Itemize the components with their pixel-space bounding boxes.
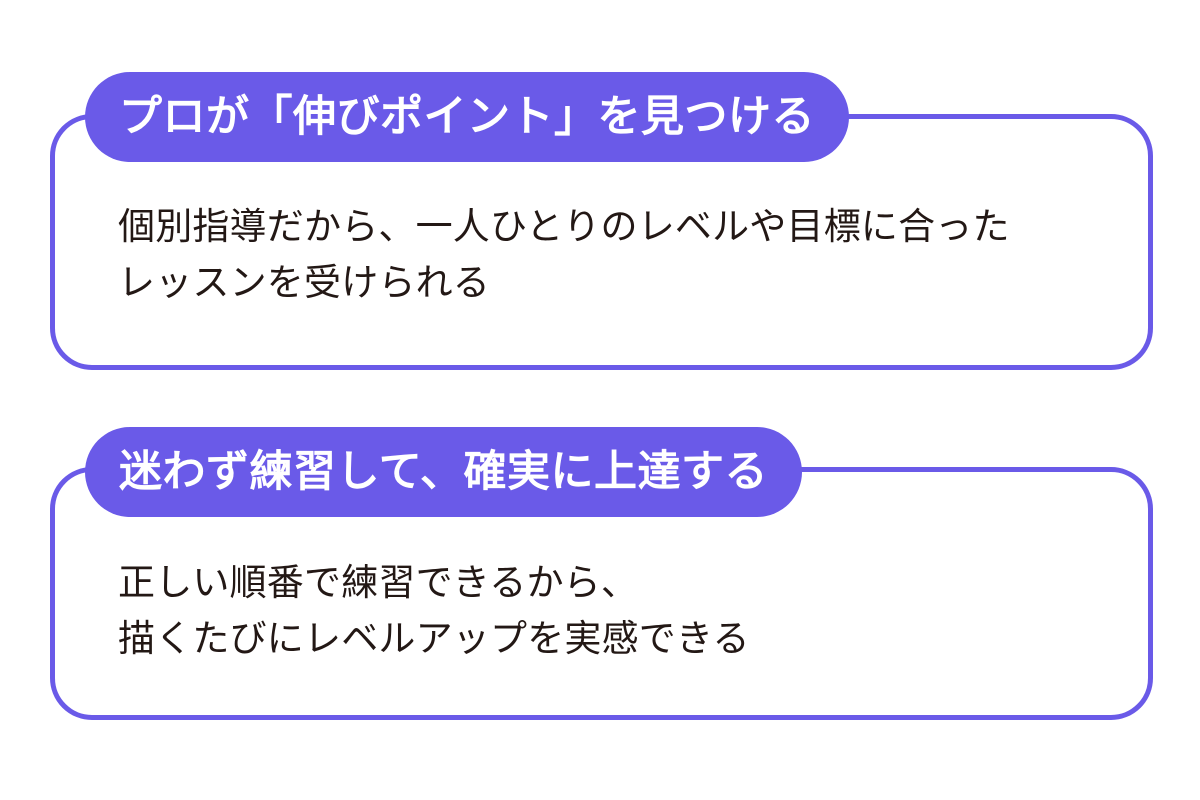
feature-card-2-body-line-1: 正しい順番で練習できるから、	[118, 562, 639, 603]
feature-card-1-header-label: プロが「伸びポイント」を見つける	[119, 92, 815, 141]
feature-card-1-header-pill: プロが「伸びポイント」を見つける	[85, 72, 849, 162]
feature-card-2-header-pill: 迷わず練習して、確実に上達する	[85, 427, 803, 517]
feature-card-2-header-label: 迷わず練習して、確実に上達する	[119, 447, 769, 496]
feature-card-1-body-line-2: レッスンを受けられる	[118, 262, 490, 303]
feature-card-2-body: 正しい順番で練習できるから、 描くたびにレベルアップを実感できる	[118, 555, 750, 667]
feature-card-2-body-line-2: 描くたびにレベルアップを実感できる	[118, 618, 750, 659]
feature-card-1-body-line-1: 個別指導だから、一人ひとりのレベルや目標に合った	[118, 206, 1010, 247]
feature-card-1-body: 個別指導だから、一人ひとりのレベルや目標に合った レッスンを受けられる	[118, 199, 1010, 311]
